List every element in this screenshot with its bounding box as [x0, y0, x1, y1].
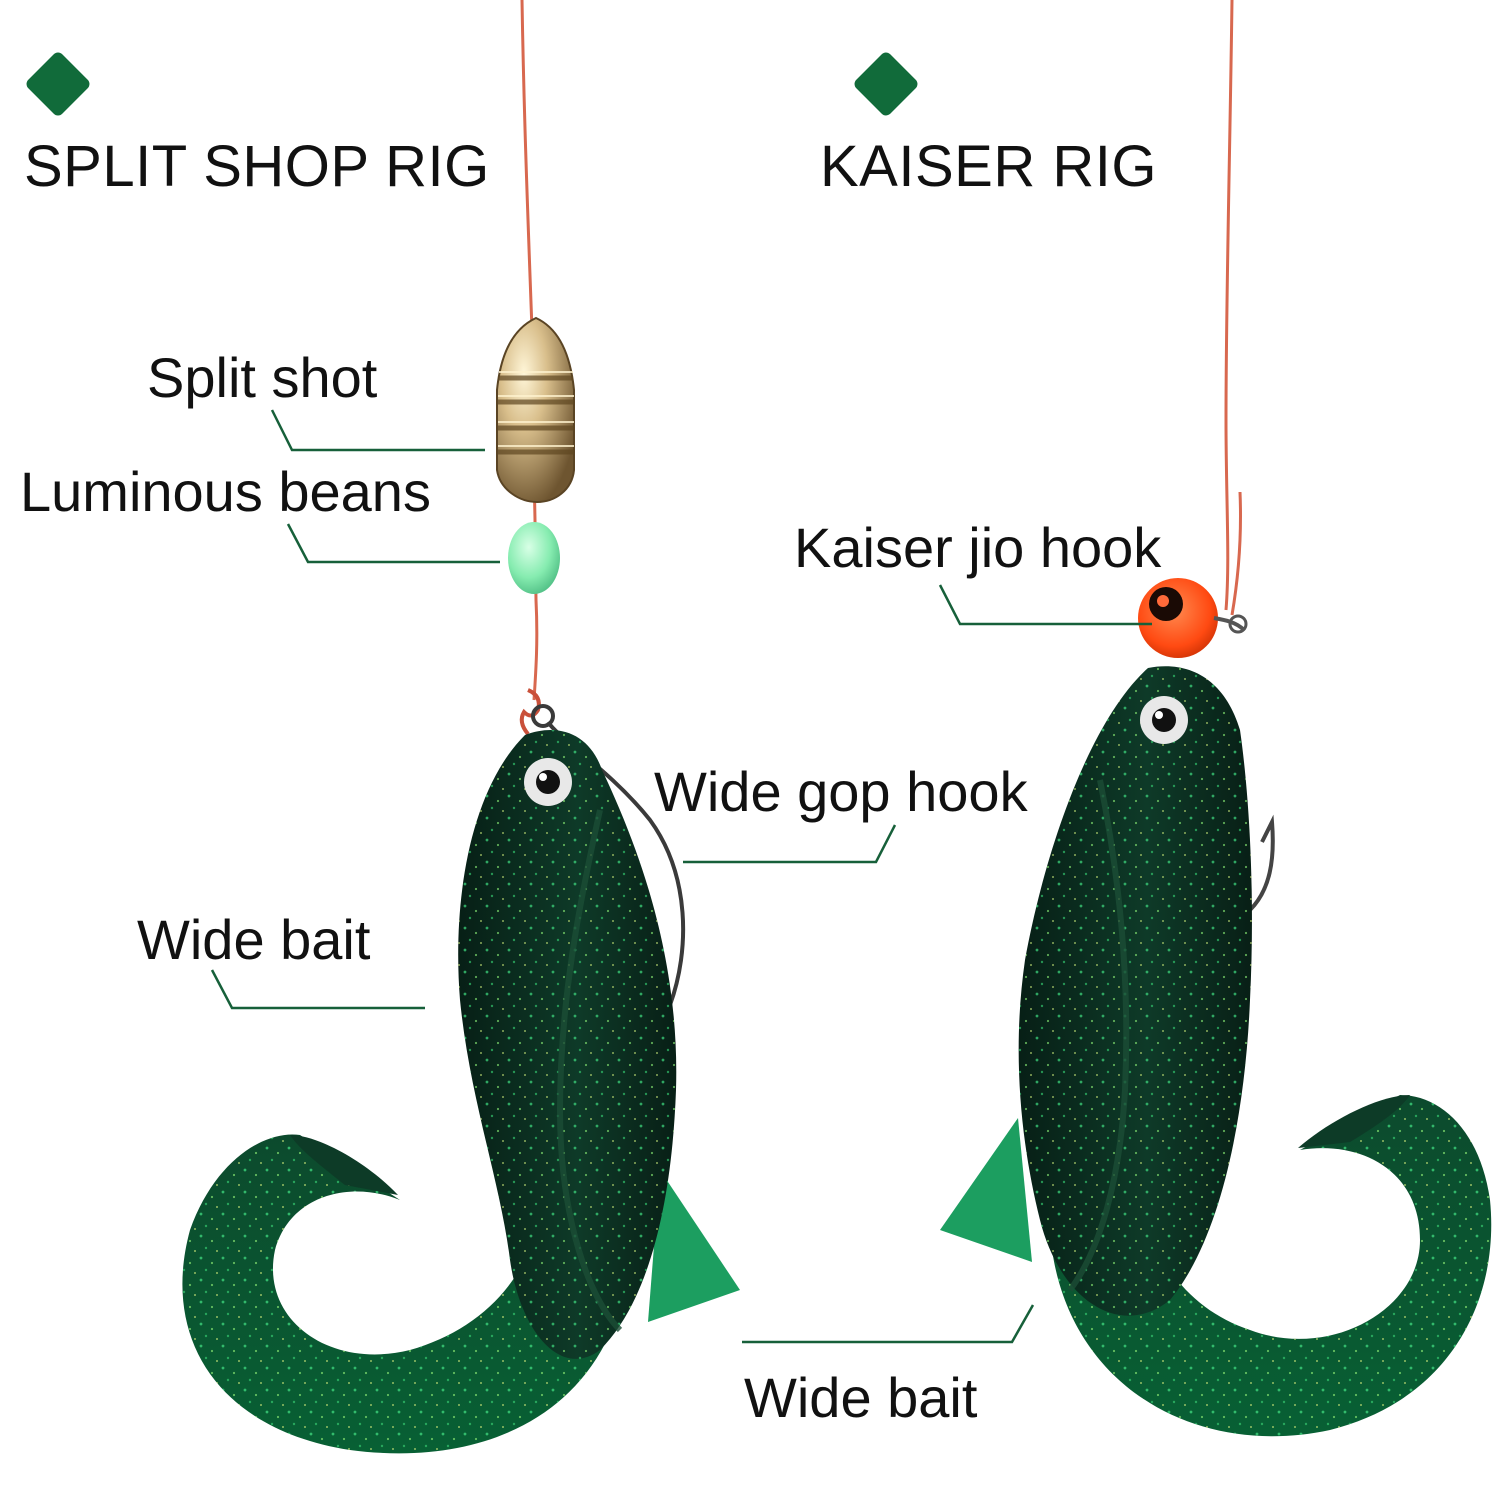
right-line-tag	[1230, 491, 1243, 616]
right-wide-bait	[940, 666, 1492, 1437]
label-kaiser-jio-hook: Kaiser jio hook	[794, 516, 1162, 579]
label-split-shot: Split shot	[147, 346, 378, 409]
leader-wide-gop-hook	[683, 824, 897, 864]
left-rig-title: SPLIT SHOP RIG	[24, 134, 490, 199]
right-rig-title: KAISER RIG	[820, 134, 1157, 199]
leader-wide-bait-left	[210, 969, 425, 1010]
label-luminous-beans: Luminous beans	[20, 460, 431, 523]
left-wide-bait	[182, 730, 740, 1454]
leader-split-shot	[270, 409, 485, 452]
label-wide-gop-hook: Wide gop hook	[654, 760, 1028, 823]
left-line-knot	[519, 688, 541, 736]
leader-wide-bait-right	[742, 1304, 1035, 1344]
left-fishing-line	[520, 0, 539, 701]
kaiser-jig-head	[1138, 578, 1248, 658]
kaiser-hook-point	[1248, 814, 1275, 912]
label-wide-bait-right: Wide bait	[744, 1366, 978, 1429]
leader-kaiser-jio-hook	[938, 584, 1152, 626]
right-fishing-line	[1224, 0, 1234, 611]
luminous-bead	[508, 522, 560, 594]
leader-luminous-beans	[286, 523, 500, 564]
split-shot-weight	[496, 316, 575, 504]
label-wide-bait-left: Wide bait	[137, 908, 371, 971]
